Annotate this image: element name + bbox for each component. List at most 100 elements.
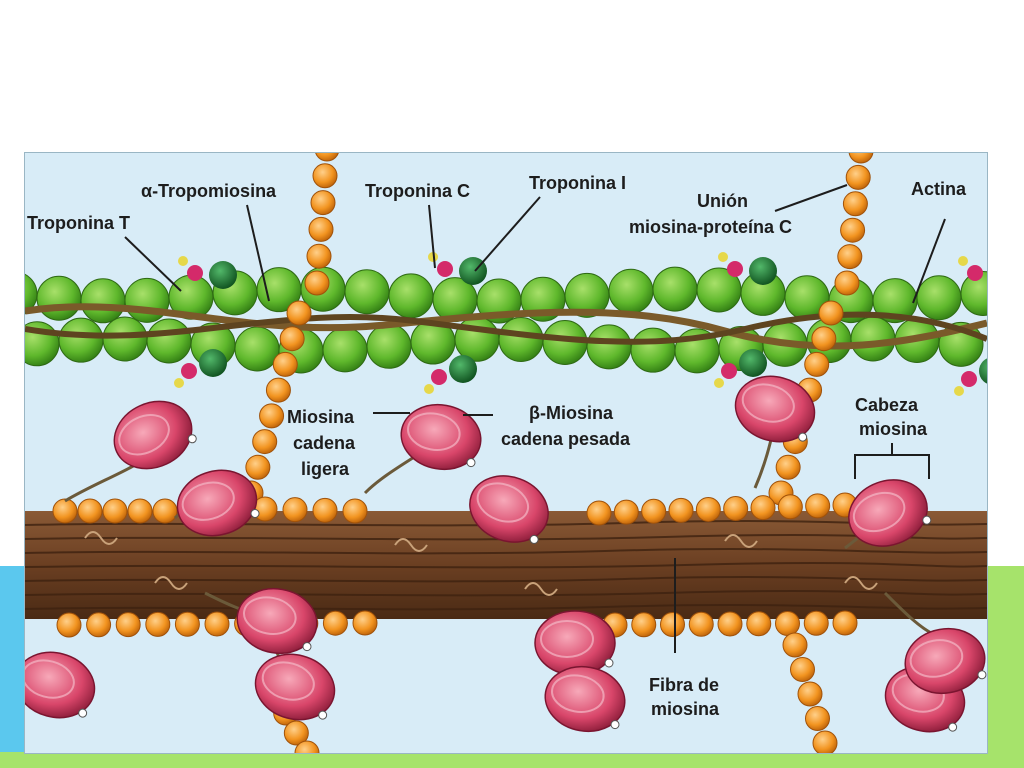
myosin-head-highlight bbox=[25, 659, 75, 699]
mybpc-bead bbox=[746, 611, 772, 637]
mybpc-bead bbox=[352, 610, 378, 636]
mybpc-bead bbox=[174, 611, 200, 637]
actin-monomer bbox=[234, 326, 280, 372]
mybpc-bead bbox=[312, 497, 338, 523]
myosin-head bbox=[236, 587, 318, 655]
troponin-t-subunit bbox=[714, 378, 724, 388]
myosin-light-chain-dot bbox=[187, 434, 197, 444]
mybpc-bead bbox=[834, 270, 860, 296]
actin-monomer bbox=[454, 316, 500, 362]
myosin-head-highlight bbox=[551, 674, 605, 713]
troponin-i-subunit bbox=[967, 265, 983, 281]
actin-monomer bbox=[916, 275, 962, 321]
myosin-head bbox=[25, 651, 96, 719]
myosin-light-chain-dot bbox=[610, 720, 620, 730]
mybpc-bead bbox=[717, 611, 743, 637]
myosin-head-highlight bbox=[741, 383, 795, 423]
label-beta-miosina-line2: cadena pesada bbox=[501, 429, 631, 449]
troponin-i-subunit bbox=[721, 363, 737, 379]
label-union-line2: miosina-proteína C bbox=[629, 217, 792, 237]
troponin-t-subunit bbox=[178, 256, 188, 266]
mybpc-bead bbox=[586, 500, 612, 526]
myosin-head-highlight bbox=[476, 482, 530, 523]
mybpc-bead bbox=[115, 612, 141, 638]
actin-monomer bbox=[960, 270, 987, 316]
actin-monomer bbox=[366, 323, 412, 369]
troponin-c-subunit bbox=[209, 261, 237, 289]
myosin-head-group bbox=[25, 375, 987, 733]
mybpc-bead bbox=[660, 612, 685, 637]
mybpc-bead bbox=[812, 730, 838, 753]
leader-lines bbox=[124, 184, 946, 653]
mybpc-bead bbox=[613, 499, 639, 525]
troponin-i-subunit bbox=[961, 371, 977, 387]
mybpc-bead bbox=[832, 610, 858, 636]
actin-monomer bbox=[388, 273, 434, 319]
myosin-head bbox=[469, 475, 549, 544]
decorative-band-bottom bbox=[0, 752, 1024, 768]
myosin-head bbox=[544, 665, 626, 733]
mybpc-bead bbox=[804, 351, 830, 377]
myosin-head-shape bbox=[904, 627, 986, 695]
myosin-head-shape bbox=[734, 375, 816, 443]
myosin-head bbox=[904, 627, 987, 695]
mybpc-bead bbox=[803, 610, 829, 636]
myosin-light-chain-dot bbox=[922, 515, 932, 525]
label-fibra-line2: miosina bbox=[651, 699, 720, 719]
myosin-light-chain-dot bbox=[250, 509, 260, 519]
tropomyosin-strand bbox=[25, 311, 987, 345]
mybpc-bead bbox=[818, 300, 844, 326]
label-miosina-ligera-line2: cadena bbox=[293, 433, 356, 453]
mybpc-bead bbox=[811, 326, 837, 352]
myosin-thick-filament bbox=[25, 511, 987, 619]
mybpc-bead bbox=[245, 454, 271, 480]
mybpc-bead bbox=[86, 612, 112, 638]
actin-monomer bbox=[58, 317, 104, 363]
sarcomere-diagram: Troponina T α-Tropomiosina Troponina C T… bbox=[24, 152, 988, 754]
mybpc-bead bbox=[723, 496, 749, 522]
mybpc-bead bbox=[127, 498, 153, 524]
mybpc-bead bbox=[272, 351, 298, 377]
actin-monomer bbox=[322, 327, 368, 373]
myosin-head-shape bbox=[544, 665, 626, 733]
actin-monomer bbox=[344, 269, 390, 315]
myosin-head-shape bbox=[400, 403, 482, 471]
actin-monomer bbox=[80, 278, 126, 324]
myosin-head-shape bbox=[469, 475, 549, 543]
actin-monomer bbox=[124, 277, 170, 323]
troponin-c-subunit bbox=[449, 355, 477, 383]
label-troponina-i: Troponina I bbox=[529, 173, 626, 193]
label-troponina-c: Troponina C bbox=[365, 181, 470, 201]
mybpc-bead bbox=[52, 498, 78, 524]
myosin-light-chain-dot bbox=[977, 670, 987, 680]
mybpc-bead bbox=[695, 496, 721, 522]
diagram-canvas: Troponina T α-Tropomiosina Troponina C T… bbox=[25, 153, 987, 753]
mybpc-bead bbox=[56, 612, 82, 638]
myosin-head-highlight bbox=[540, 620, 594, 658]
myosin-head bbox=[848, 479, 932, 547]
mybpc-bead bbox=[77, 498, 103, 524]
myosin-head-highlight bbox=[852, 491, 906, 533]
actin-monomer bbox=[498, 317, 544, 363]
myosin-head bbox=[734, 375, 816, 443]
mybpc-bead bbox=[342, 498, 368, 524]
myosin-head bbox=[254, 653, 336, 721]
troponin-i-subunit bbox=[187, 265, 203, 281]
myosin-light-chain-dot bbox=[466, 458, 476, 468]
actin-monomer bbox=[630, 327, 676, 373]
myosin-head-shape bbox=[254, 653, 336, 721]
myosin-head-highlight bbox=[118, 414, 170, 456]
actin-monomer bbox=[102, 316, 148, 362]
myosin-head-highlight bbox=[181, 481, 235, 521]
mybpc-bead bbox=[777, 494, 803, 520]
mybpc-bead bbox=[797, 681, 823, 707]
mybpc-bead bbox=[259, 403, 285, 429]
troponin-t-subunit bbox=[718, 252, 728, 262]
mybpc-bead bbox=[848, 153, 874, 164]
mybpc-bead bbox=[294, 740, 320, 753]
troponin-i-subunit bbox=[727, 261, 743, 277]
myosin-head-highlight bbox=[909, 639, 964, 678]
myosin-head-shape bbox=[534, 610, 616, 676]
mybpc-bead bbox=[845, 164, 871, 190]
tropomyosin-strand bbox=[25, 303, 987, 350]
